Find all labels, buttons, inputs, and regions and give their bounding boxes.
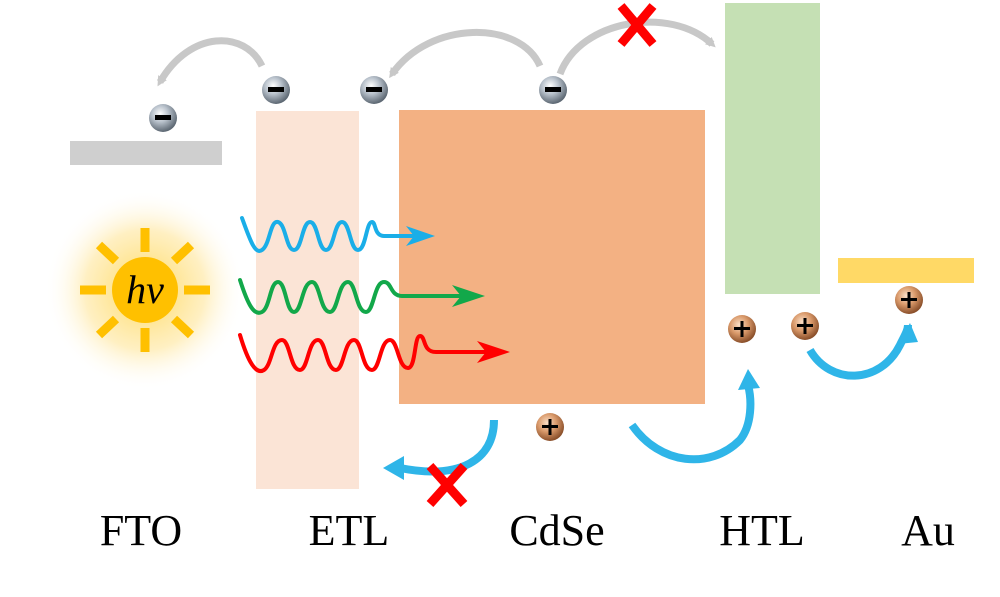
hole-htl-right [791,312,819,340]
hole-arrow-cdse-to-etl-blocked [399,419,498,476]
green-light-wave [238,278,472,315]
hole-arrow-head-au [898,323,918,344]
hole-cdse [536,413,564,441]
hole-arrow-head-htl [738,369,760,390]
htl-band [725,3,820,294]
blue-arrow-head [406,226,435,246]
hv-label: hv [126,267,164,312]
label-cdse: CdSe [509,506,604,555]
electron-arrow-etl-to-fto [156,37,266,87]
cdse-band [399,110,705,404]
red-arrow-head [477,341,510,363]
electron-arrow-cdse-to-htl-blocked [556,18,716,76]
electron-arrow-cdse-to-etl [389,28,544,79]
sun-icon: hv [45,190,245,390]
label-htl: HTL [719,506,805,555]
etl-band [256,111,359,489]
red-light-wave [238,333,497,374]
label-au: Au [901,506,955,555]
label-fto: FTO [100,506,182,555]
hole-arrow-cdse-to-htl [628,383,755,464]
blue-light-wave [240,216,427,253]
blocked-x-icon-top [617,3,657,47]
electron-cdse [539,76,567,104]
electron-fto [149,104,177,132]
electron-etl-right [360,76,388,104]
hole-arrow-htl-to-au [806,324,912,380]
hole-au [895,286,923,314]
green-arrow-head [452,285,485,307]
electron-etl-left [262,76,290,104]
hole-htl-left [728,315,756,343]
fto-band [70,141,222,165]
blocked-x-icon-bottom [426,462,468,508]
au-band [838,258,974,283]
label-etl: ETL [309,506,390,555]
hole-arrow-head-etl [383,456,404,480]
